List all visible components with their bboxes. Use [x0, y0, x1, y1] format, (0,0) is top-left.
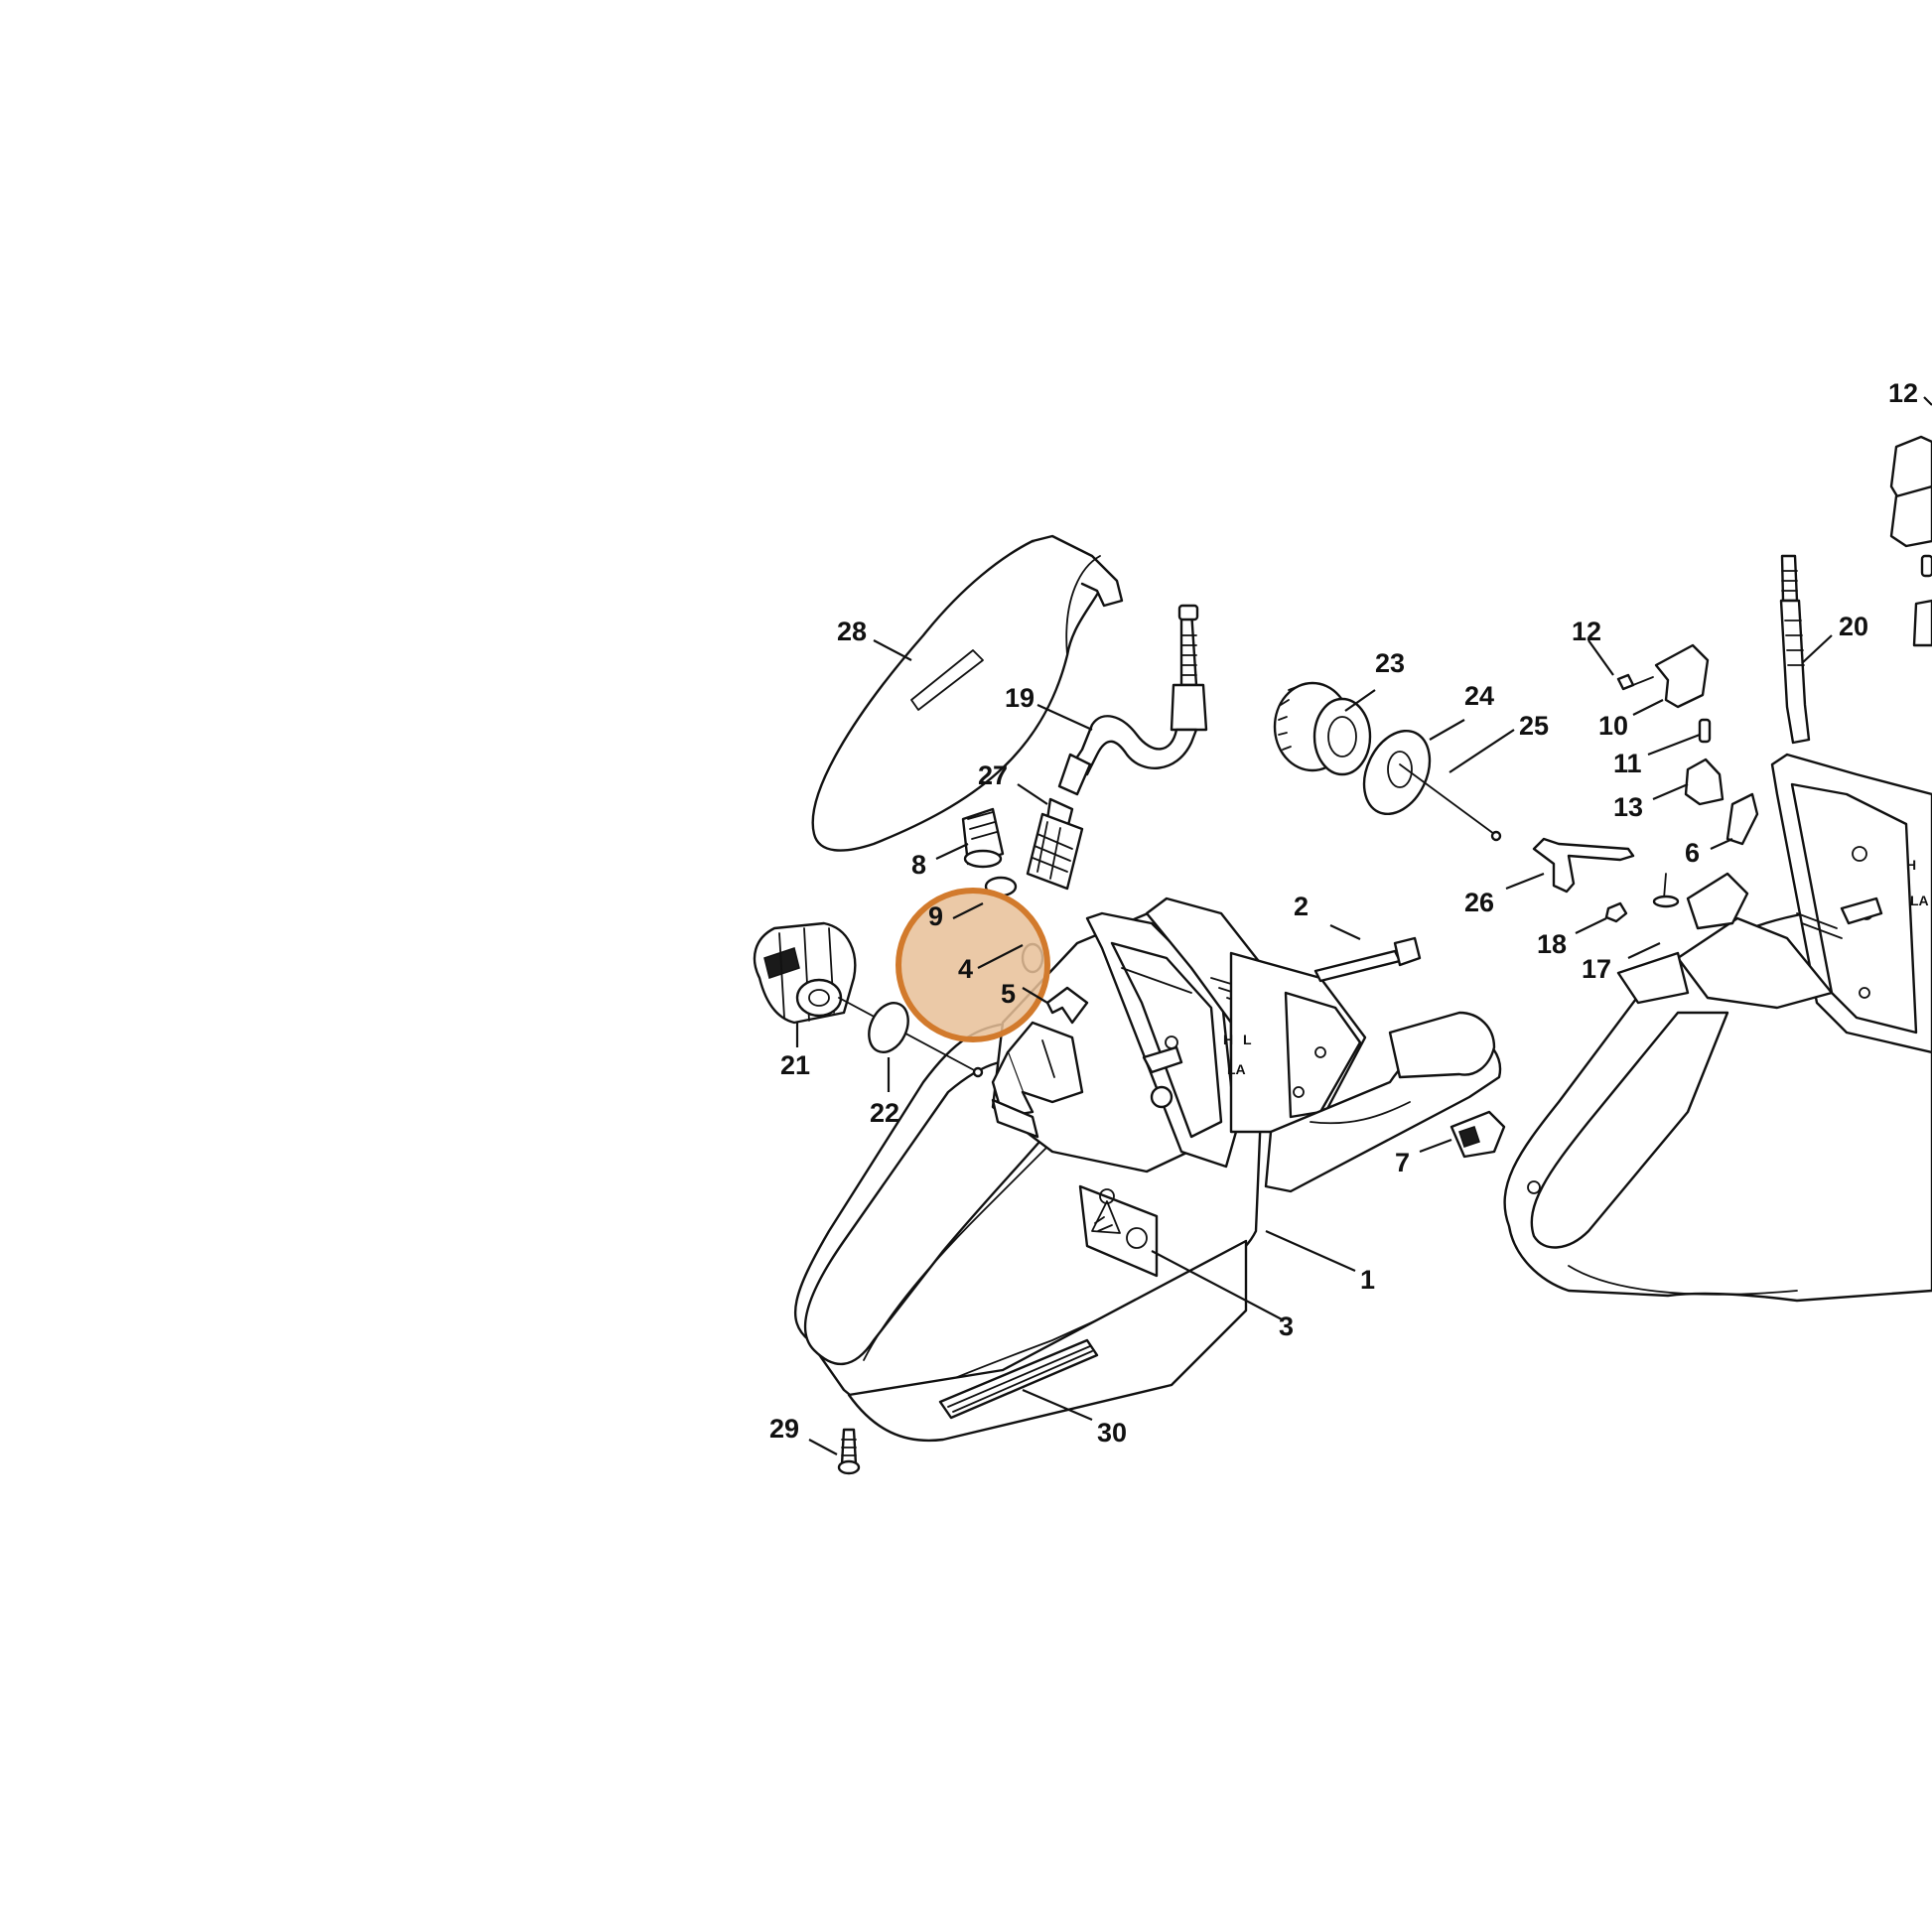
housing-mark-l: L — [1243, 1032, 1252, 1047]
fuel-pickup — [1026, 797, 1084, 891]
callout-18[interactable]: 18 — [1537, 929, 1567, 959]
callout-19[interactable]: 19 — [1005, 683, 1035, 713]
housing-mark-h: H — [1223, 1032, 1233, 1047]
fuel-hose-20 — [1779, 554, 1811, 745]
vent-valve — [961, 807, 1005, 869]
screw-29 — [837, 1428, 861, 1475]
part-5 — [1045, 986, 1089, 1025]
callout-21[interactable]: 21 — [780, 1050, 810, 1080]
callout-22[interactable]: 22 — [870, 1098, 899, 1128]
lever-6 — [1725, 792, 1759, 846]
callout-12-upper[interactable]: 12 — [1572, 617, 1601, 646]
callout-5[interactable]: 5 — [1001, 979, 1016, 1009]
callout-11[interactable]: 11 — [1613, 749, 1642, 778]
latch-7 — [1449, 1110, 1506, 1159]
cable-25 — [1399, 763, 1495, 835]
fuel-hose — [1057, 604, 1208, 796]
callout-labels: 28 19 27 8 9 4 5 21 22 23 24 25 26 2 12 … — [769, 378, 1918, 1448]
part-17 — [1652, 873, 1680, 908]
housing-mark-la-2: LA — [1910, 893, 1929, 908]
screw-12 — [1616, 673, 1654, 691]
callout-7[interactable]: 7 — [1395, 1148, 1410, 1177]
seal-24 — [1362, 729, 1432, 816]
callout-4[interactable]: 4 — [958, 954, 973, 984]
callout-30[interactable]: 30 — [1097, 1418, 1127, 1448]
callout-23[interactable]: 23 — [1375, 648, 1405, 678]
housing-mark-h-2: H — [1906, 857, 1916, 873]
callout-1[interactable]: 1 — [1360, 1265, 1375, 1295]
o-ring-22 — [868, 1002, 909, 1053]
screw-2 — [1313, 936, 1422, 983]
cap-13 — [1684, 758, 1725, 806]
callout-10[interactable]: 10 — [1598, 711, 1628, 741]
callout-24[interactable]: 24 — [1464, 681, 1494, 711]
part-18 — [1604, 901, 1628, 923]
callout-17[interactable]: 17 — [1582, 954, 1611, 984]
handle-bar — [811, 534, 1124, 852]
callout-20[interactable]: 20 — [1839, 612, 1868, 641]
oil-cap — [1273, 681, 1372, 776]
leader-lines — [795, 396, 1932, 1455]
second-housing: H LA — [1503, 753, 1932, 1303]
highlight-circle[interactable] — [896, 888, 1050, 1042]
throttle-parts-12 — [1889, 435, 1932, 647]
wire-bracket-26 — [1532, 837, 1635, 894]
callout-26[interactable]: 26 — [1464, 888, 1494, 917]
callout-25[interactable]: 25 — [1519, 711, 1549, 741]
callout-29[interactable]: 29 — [769, 1414, 799, 1444]
callout-3[interactable]: 3 — [1279, 1311, 1294, 1341]
callout-9[interactable]: 9 — [928, 901, 943, 931]
main-housing: H L LA — [794, 897, 1502, 1443]
lever-10 — [1654, 643, 1710, 709]
callout-2[interactable]: 2 — [1294, 892, 1309, 921]
callout-6[interactable]: 6 — [1685, 838, 1700, 868]
callout-12-top[interactable]: 12 — [1888, 378, 1918, 408]
callout-28[interactable]: 28 — [837, 617, 867, 646]
housing-mark-la: LA — [1227, 1061, 1246, 1077]
oil-pump — [753, 921, 984, 1078]
spring-11 — [1698, 718, 1712, 744]
seal-24-inner — [1387, 751, 1413, 788]
callout-27[interactable]: 27 — [978, 760, 1008, 790]
callout-13[interactable]: 13 — [1613, 792, 1643, 822]
callout-8[interactable]: 8 — [911, 850, 926, 880]
